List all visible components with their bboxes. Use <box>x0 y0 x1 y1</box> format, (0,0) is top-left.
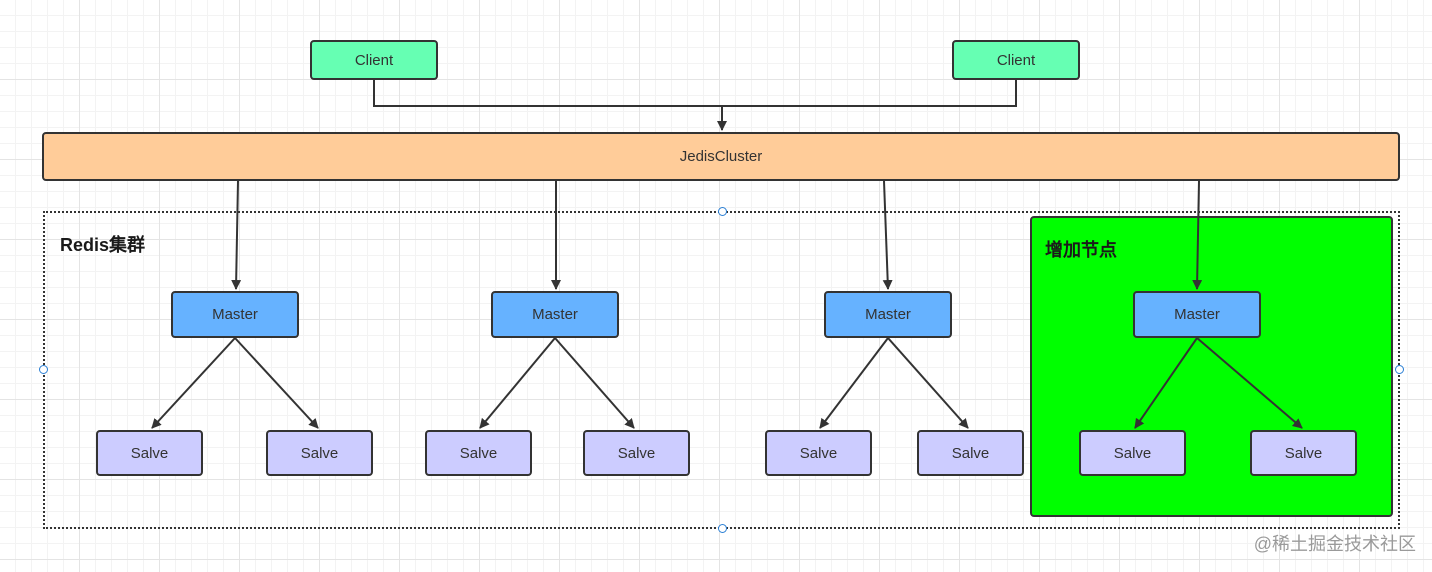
edge-client1-to-jedis <box>373 80 727 131</box>
watermark-text: @稀土掘金技术社区 <box>1253 534 1416 554</box>
slave-node-7[interactable]: Salve <box>1079 430 1186 476</box>
slave-node-1[interactable]: Salve <box>96 430 203 476</box>
edge-client2-to-jedis <box>722 80 1017 107</box>
selection-handle-bottom[interactable] <box>718 524 727 533</box>
master-node-1[interactable]: Master <box>171 291 299 338</box>
master-node-4[interactable]: Master <box>1133 291 1261 338</box>
new-node-group-label: 增加节点 <box>1045 240 1117 260</box>
slave-node-8[interactable]: Salve <box>1250 430 1357 476</box>
master-node-3[interactable]: Master <box>824 291 952 338</box>
slave-node-3[interactable]: Salve <box>425 430 532 476</box>
selection-handle-right[interactable] <box>1395 365 1404 374</box>
jedis-cluster-node[interactable]: JedisCluster <box>42 132 1400 181</box>
client-node-left[interactable]: Client <box>310 40 438 80</box>
selection-handle-left[interactable] <box>39 365 48 374</box>
slave-node-5[interactable]: Salve <box>765 430 872 476</box>
slave-node-6[interactable]: Salve <box>917 430 1024 476</box>
slave-node-4[interactable]: Salve <box>583 430 690 476</box>
client-node-right[interactable]: Client <box>952 40 1080 80</box>
slave-node-2[interactable]: Salve <box>266 430 373 476</box>
redis-cluster-label: Redis集群 <box>60 235 146 255</box>
master-node-2[interactable]: Master <box>491 291 619 338</box>
selection-handle-top[interactable] <box>718 207 727 216</box>
